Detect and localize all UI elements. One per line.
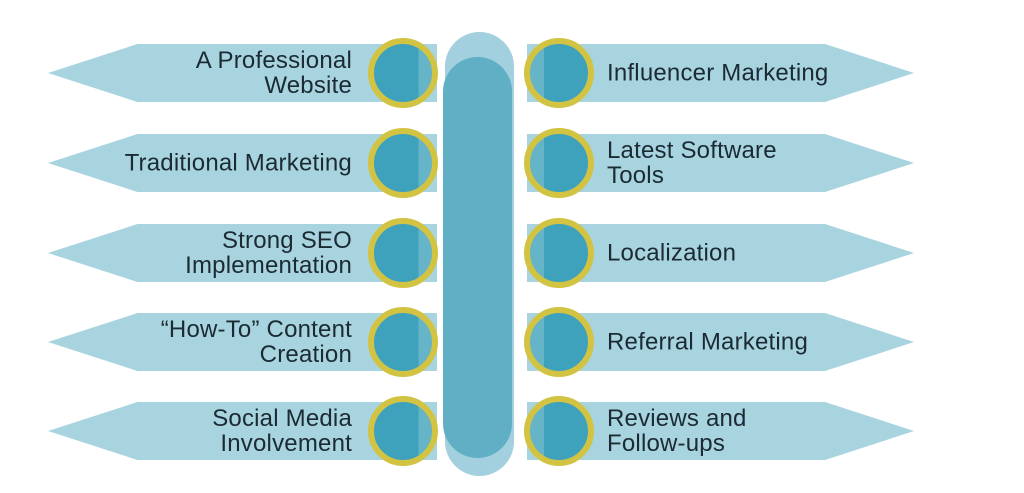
node-circle-right-4 xyxy=(524,307,594,377)
banner-label: Latest Software Tools xyxy=(607,136,777,189)
center-spine-inner xyxy=(443,57,512,458)
banner-label: Referral Marketing xyxy=(607,328,809,356)
node-circle-right-3 xyxy=(524,218,594,288)
node-circle-left-4 xyxy=(368,307,438,377)
node-circle-right-5 xyxy=(524,396,594,466)
banner-label: “How-To” Content Creation xyxy=(160,315,352,368)
node-circle-left-3 xyxy=(368,218,438,288)
node-circle-right-1 xyxy=(524,38,594,108)
node-circle-left-5 xyxy=(368,396,438,466)
banner-right-row-3: Localization xyxy=(527,224,914,282)
node-circle-left-2 xyxy=(368,128,438,198)
banner-label: Reviews and Follow-ups xyxy=(607,404,747,457)
banner-label: A Professional Website xyxy=(195,46,352,99)
node-circle-right-2 xyxy=(524,128,594,198)
banner-label: Social Media Involvement xyxy=(212,404,352,457)
banner-label: Traditional Marketing xyxy=(124,149,352,177)
banner-label: Influencer Marketing xyxy=(607,59,829,87)
node-circle-left-1 xyxy=(368,38,438,108)
banner-label: Strong SEO Implementation xyxy=(185,226,352,279)
banner-label: Localization xyxy=(607,239,737,267)
